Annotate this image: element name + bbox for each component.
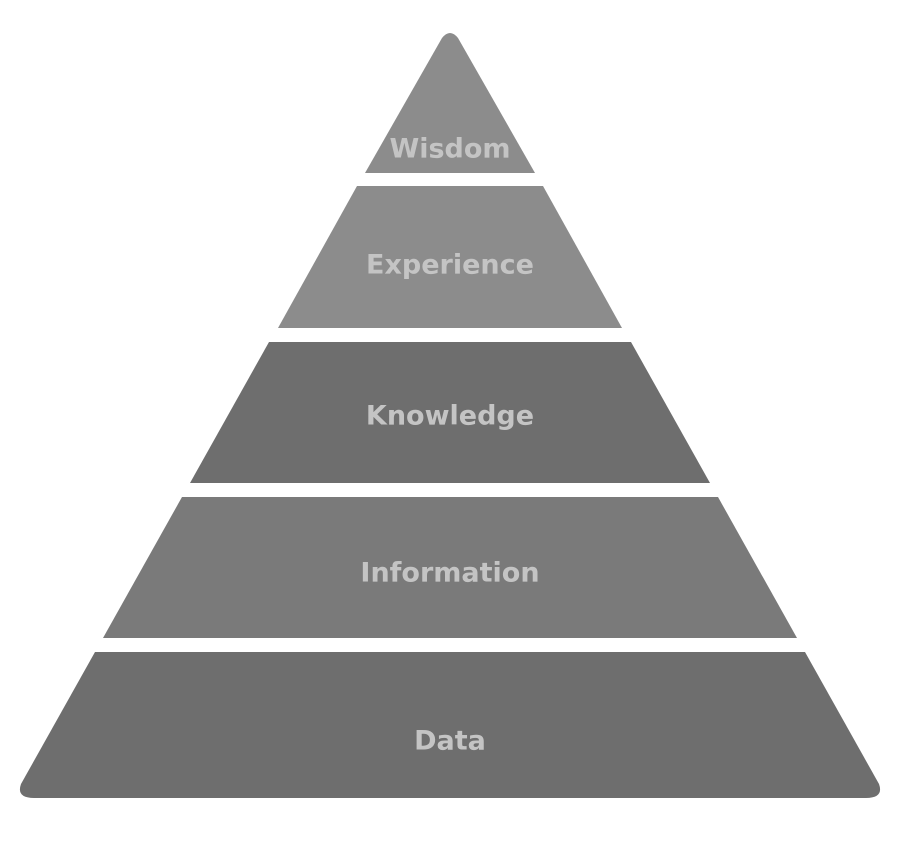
tier-label-knowledge: Knowledge: [366, 401, 534, 432]
tier-label-data: Data: [414, 726, 486, 757]
tier-shape-data: [19, 652, 881, 798]
pyramid-tier-experience: Experience: [278, 186, 622, 328]
pyramid-tier-knowledge: Knowledge: [190, 342, 710, 483]
tier-label-experience: Experience: [366, 250, 534, 281]
pyramid-tier-data: Data: [19, 652, 881, 798]
tier-label-wisdom: Wisdom: [389, 134, 510, 165]
tier-shape-experience: [278, 186, 622, 328]
pyramid-tier-information: Information: [103, 497, 797, 638]
tier-label-information: Information: [360, 558, 539, 589]
tier-shape-information: [103, 497, 797, 638]
pyramid-tier-wisdom: Wisdom: [365, 33, 535, 173]
tier-shape-knowledge: [190, 342, 710, 483]
tier-shape-wisdom: [365, 33, 535, 173]
